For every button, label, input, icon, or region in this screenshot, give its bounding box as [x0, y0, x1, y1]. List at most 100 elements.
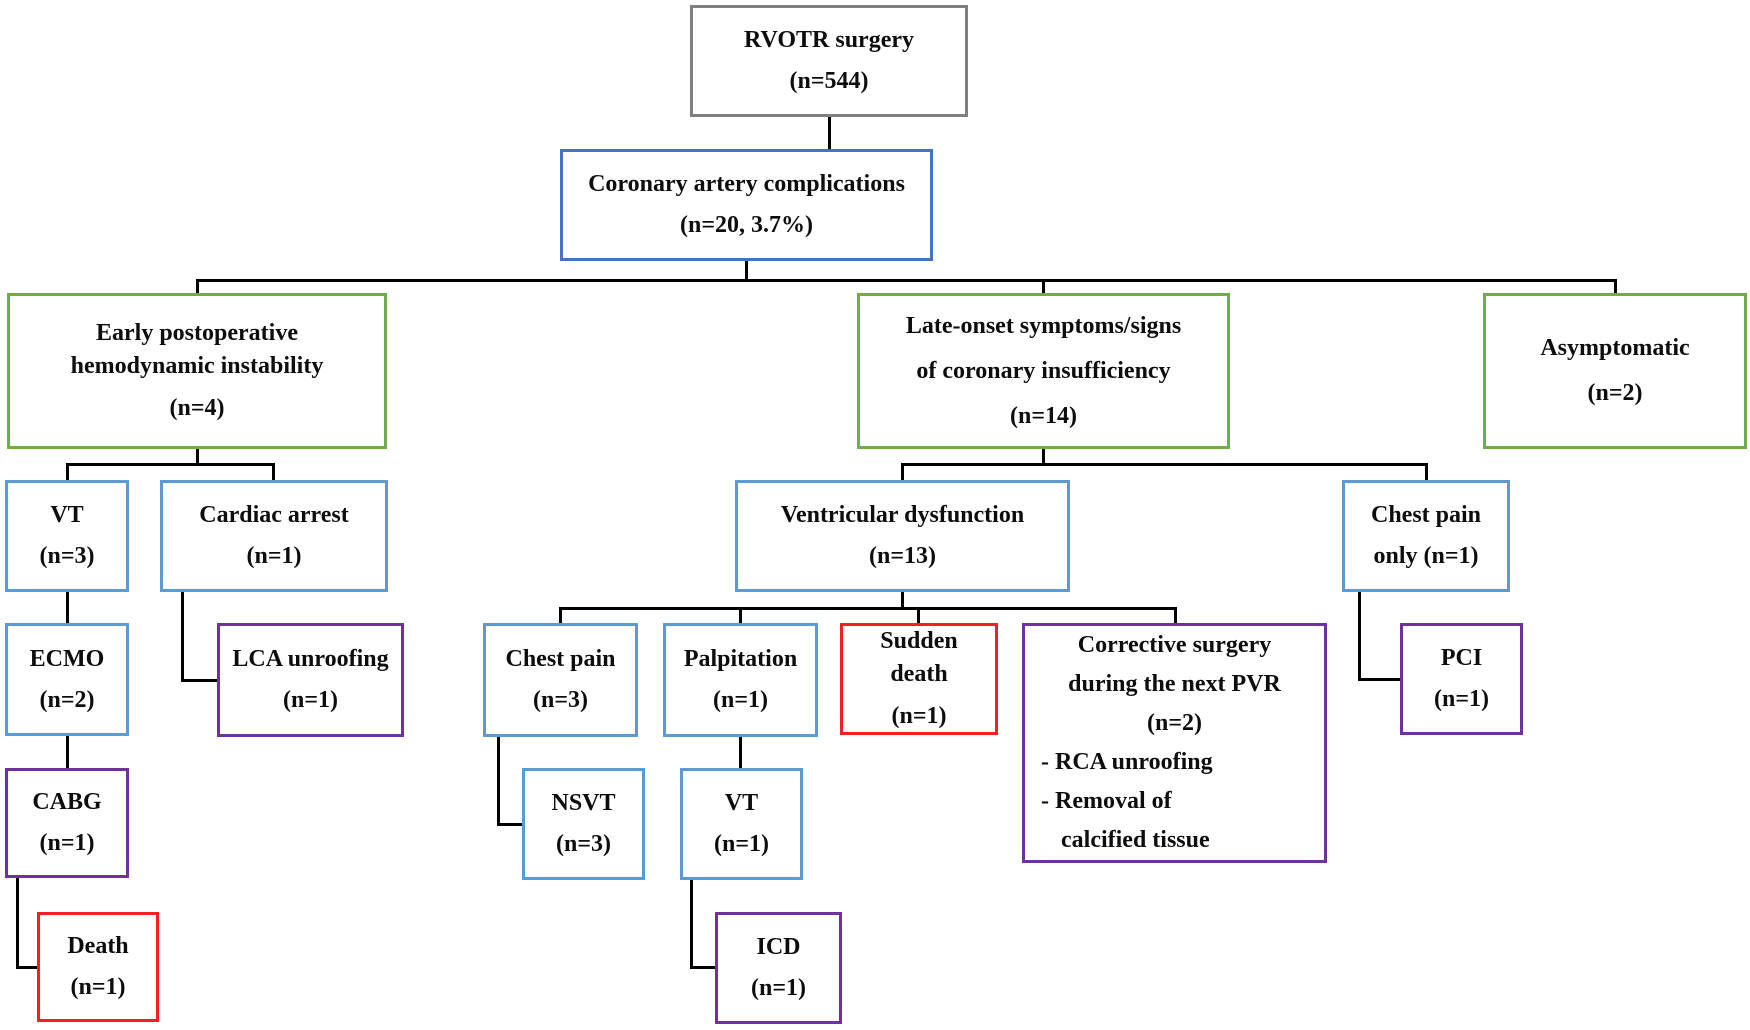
- node-early-count: (n=4): [169, 395, 225, 421]
- node-early-label-2: hemodynamic instability: [70, 353, 324, 379]
- node-corrective-surgery-label-1: Corrective surgery: [1077, 632, 1272, 658]
- node-rvotr: RVOTR surgery (n=544): [690, 5, 968, 117]
- connector-line: [1358, 592, 1361, 681]
- connector-line: [66, 592, 69, 623]
- node-sudden-death-count: (n=1): [891, 703, 947, 729]
- node-vt-3-label: VT: [50, 502, 84, 528]
- connector-line: [181, 679, 217, 682]
- node-nsvt-count: (n=3): [555, 831, 611, 857]
- node-ventricular-dysfunction: Ventricular dysfunction (n=13): [735, 480, 1070, 592]
- node-icd-label: ICD: [756, 934, 801, 960]
- node-early-postoperative: Early postoperative hemodynamic instabil…: [7, 293, 387, 449]
- node-late-onset-count: (n=14): [1009, 402, 1077, 429]
- connector-line: [196, 449, 199, 463]
- node-palpitation-count: (n=1): [712, 687, 768, 713]
- connector-line: [739, 607, 742, 623]
- node-chest-pain-label: Chest pain: [505, 646, 616, 672]
- node-chest-pain-only-count: only (n=1): [1373, 543, 1479, 569]
- node-ventricular-dysfunction-label: Ventricular dysfunction: [780, 502, 1025, 528]
- connector-line: [66, 736, 69, 768]
- node-late-onset-label-2: of coronary insufficiency: [916, 357, 1171, 384]
- connector-line: [1042, 279, 1045, 293]
- node-rvotr-label: RVOTR surgery: [744, 27, 914, 53]
- connector-line: [16, 966, 37, 969]
- node-cabg-count: (n=1): [39, 830, 95, 856]
- node-early-label-1: Early postoperative: [96, 320, 298, 346]
- connector-line: [1425, 463, 1428, 480]
- connector-line: [66, 463, 275, 466]
- node-cardiac-arrest-count: (n=1): [246, 543, 302, 569]
- node-icd: ICD (n=1): [715, 912, 842, 1024]
- node-death-label: Death: [67, 933, 129, 959]
- node-cardiac-arrest: Cardiac arrest (n=1): [160, 480, 388, 592]
- node-pci: PCI (n=1): [1400, 623, 1523, 735]
- connector-line: [690, 880, 693, 969]
- node-death: Death (n=1): [37, 912, 159, 1022]
- node-vt-1: VT (n=1): [680, 768, 803, 880]
- connector-line: [917, 607, 920, 623]
- connector-line: [196, 279, 199, 293]
- connector-line: [690, 966, 715, 969]
- connector-line: [1614, 279, 1617, 293]
- node-vt-1-label: VT: [724, 790, 759, 816]
- connector-line: [745, 261, 748, 279]
- node-corrective-surgery-count: (n=2): [1146, 710, 1202, 736]
- node-vt-1-count: (n=1): [713, 831, 769, 857]
- node-sudden-death-label-2: death: [890, 661, 948, 687]
- node-death-count: (n=1): [70, 974, 126, 1000]
- node-asymptomatic-label: Asymptomatic: [1540, 335, 1690, 361]
- node-sudden-death-label-1: Sudden: [880, 628, 958, 654]
- node-lca-unroofing: LCA unroofing (n=1): [217, 623, 404, 737]
- node-coronary-label: Coronary artery complications: [588, 171, 905, 197]
- node-cardiac-arrest-label: Cardiac arrest: [199, 502, 349, 528]
- connector-line: [497, 737, 500, 826]
- node-cabg-label: CABG: [32, 789, 102, 815]
- node-late-onset: Late-onset symptoms/signs of coronary in…: [857, 293, 1230, 449]
- connector-line: [272, 463, 275, 480]
- node-lca-unroofing-label: LCA unroofing: [232, 646, 389, 672]
- node-corrective-surgery: Corrective surgery during the next PVR (…: [1022, 623, 1327, 863]
- node-palpitation-label: Palpitation: [683, 646, 798, 672]
- connector-line: [1042, 449, 1045, 463]
- node-asymptomatic: Asymptomatic (n=2): [1483, 293, 1747, 449]
- node-corrective-surgery-item-2b: calcified tissue: [1061, 827, 1210, 853]
- connector-line: [196, 279, 1617, 282]
- connector-line: [739, 737, 742, 768]
- node-ecmo: ECMO (n=2): [5, 623, 129, 736]
- node-vt-3: VT (n=3): [5, 480, 129, 592]
- node-pci-label: PCI: [1440, 645, 1483, 671]
- connector-line: [497, 823, 522, 826]
- connector-line: [901, 463, 904, 480]
- node-late-onset-label-1: Late-onset symptoms/signs: [905, 312, 1182, 339]
- connector-line: [559, 607, 1177, 610]
- node-ecmo-label: ECMO: [29, 645, 105, 672]
- node-ecmo-count: (n=2): [39, 686, 95, 713]
- node-asymptomatic-count: (n=2): [1587, 380, 1643, 406]
- connector-line: [901, 592, 904, 607]
- connector-line: [181, 592, 184, 682]
- node-nsvt: NSVT (n=3): [522, 768, 645, 880]
- node-icd-count: (n=1): [750, 975, 806, 1001]
- node-corrective-surgery-item-2: - Removal of: [1041, 788, 1172, 814]
- connector-line: [828, 117, 831, 149]
- node-corrective-surgery-label-2: during the next PVR: [1068, 671, 1281, 697]
- node-lca-unroofing-count: (n=1): [282, 687, 338, 713]
- node-chest-pain-count: (n=3): [532, 687, 588, 713]
- node-coronary-complications: Coronary artery complications (n=20, 3.7…: [560, 149, 933, 261]
- node-cabg: CABG (n=1): [5, 768, 129, 878]
- node-ventricular-dysfunction-count: (n=13): [868, 543, 936, 569]
- connector-line: [1358, 678, 1400, 681]
- node-sudden-death: Sudden death (n=1): [840, 623, 998, 735]
- node-chest-pain-only: Chest pain only (n=1): [1342, 480, 1510, 592]
- node-vt-3-count: (n=3): [39, 543, 95, 569]
- node-coronary-count: (n=20, 3.7%): [679, 212, 813, 238]
- node-corrective-surgery-item-1: - RCA unroofing: [1041, 749, 1213, 775]
- connector-line: [901, 463, 1428, 466]
- node-rvotr-count: (n=544): [789, 68, 869, 94]
- node-nsvt-label: NSVT: [551, 790, 616, 816]
- connector-line: [66, 463, 69, 480]
- connector-line: [559, 607, 562, 623]
- node-chest-pain-only-label: Chest pain: [1370, 502, 1482, 528]
- node-palpitation: Palpitation (n=1): [663, 623, 818, 737]
